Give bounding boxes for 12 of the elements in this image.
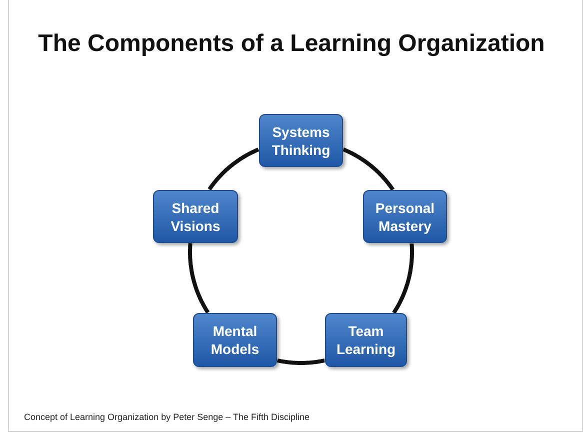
connector-arc [188, 242, 210, 314]
component-box: Systems Thinking [259, 114, 343, 167]
title: The Components of a Learning Organization [37, 29, 546, 59]
caption: Concept of Learning Organization by Peter Senge – The Fifth Discipline [24, 412, 310, 422]
component-box: Team Learning [325, 313, 407, 367]
component-box: Shared Visions [153, 190, 238, 243]
component-box: Personal Mastery [363, 190, 447, 243]
connector-arc [276, 358, 326, 365]
connector-arc [208, 148, 260, 191]
connector-arc [392, 242, 414, 314]
connector-arc [342, 148, 395, 192]
component-box: Mental Models [193, 313, 277, 367]
